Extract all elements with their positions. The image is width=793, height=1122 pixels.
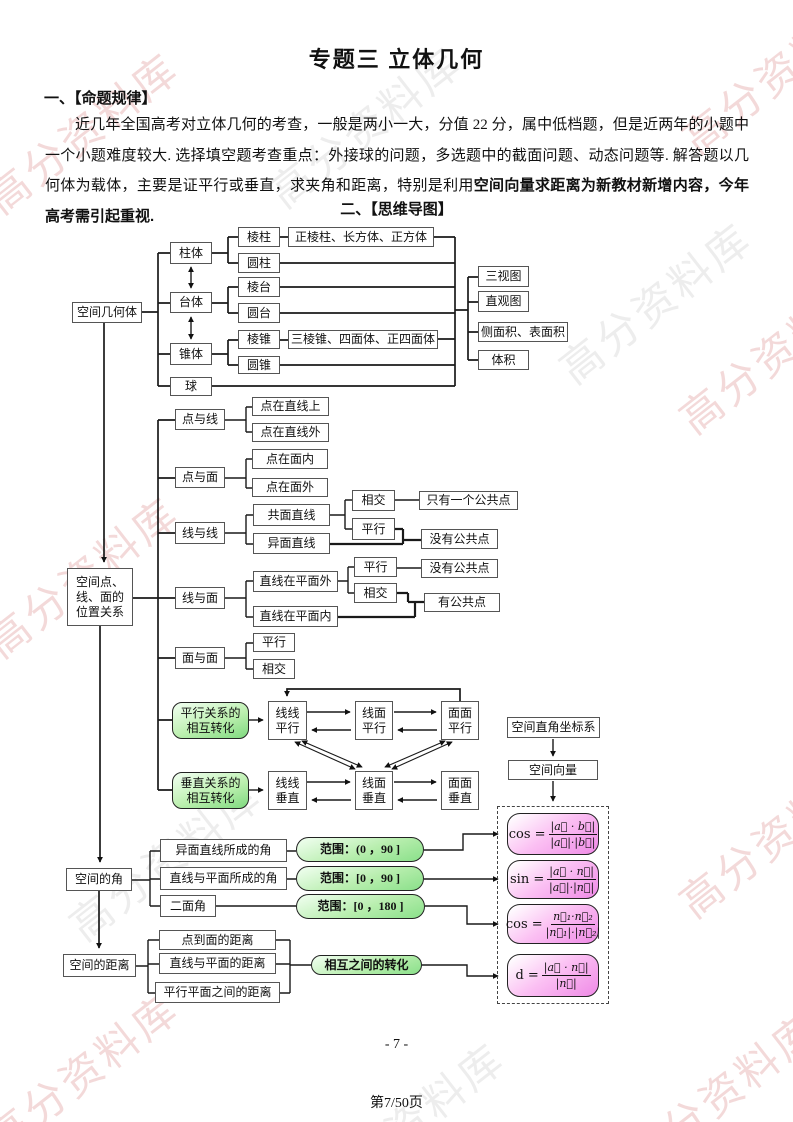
formula-numerator: |a⃗ · n⃗|: [541, 961, 591, 976]
intro-text-bold: 空间向量求距离为新教材新增内容，今年高考需引起重视.: [45, 177, 749, 225]
node-intersect-3: 相交: [253, 659, 295, 679]
section-heading-rules: 一、【命题规律】: [44, 90, 157, 107]
formula-lhs: sin =: [510, 872, 545, 887]
formula-cos-dihedral: cos = n⃗₁·n⃗₂|n⃗₁|·|n⃗₂|: [505, 904, 601, 944]
badge-range-2: 范围：[0 ，90 ]: [296, 866, 424, 891]
page-title: 专题三 立体几何: [308, 47, 485, 72]
node-parallel-2: 平行: [354, 557, 397, 577]
node-space-distances: 空间的距离: [63, 954, 136, 977]
intro-text: 近几年全国高考对立体几何的考查，一般是两小一大，分值 22 分，属中低档题，但是…: [45, 117, 749, 194]
node-coplanar-lines: 共面直线: [253, 504, 330, 526]
node-pyramid-types: 三棱锥、四面体、正四面体: [288, 330, 438, 349]
node-three-views: 三视图: [478, 266, 529, 287]
node-one-common-point: 只有一个公共点: [419, 491, 518, 510]
node-point-on-line: 点在直线上: [252, 397, 329, 416]
node-parallel-transform-hub: 平行关系的 相互转化: [172, 702, 249, 739]
node-space-vector: 空间向量: [508, 760, 598, 780]
node-prism: 棱柱: [238, 227, 280, 247]
node-pillar: 柱体: [170, 242, 212, 264]
node-circular-frustum: 圆台: [238, 303, 280, 323]
node-line-outside-plane: 直线在平面外: [253, 571, 338, 592]
node-line-plane: 线与面: [175, 587, 225, 609]
node-coordinate-system: 空间直角坐标系: [507, 717, 600, 738]
formula-numerator: n⃗₁·n⃗₂: [551, 909, 595, 925]
node-prismatoid: 棱台: [238, 277, 280, 297]
node-line-plane-parallel: 线面 平行: [355, 701, 393, 740]
formula-group-box: [497, 806, 609, 1004]
node-point-plane-distance: 点到面的距离: [159, 930, 276, 950]
badge-range-1: 范围：(0 ，90 ]: [296, 837, 424, 862]
node-parallel-3: 平行: [253, 633, 295, 652]
formula-lhs: cos =: [505, 916, 543, 932]
formula-cos-skew: cos = |a⃗ · b⃗||a⃗|·|b⃗|: [507, 813, 599, 855]
formula-fraction: |a⃗ · n⃗||n⃗|: [541, 961, 591, 990]
node-plane-plane-parallel: 面面 平行: [441, 701, 479, 740]
formula-numerator: |a⃗ · b⃗|: [548, 819, 598, 835]
formula-distance: d = |a⃗ · n⃗||n⃗|: [507, 954, 599, 997]
node-position-relations: 空间点、 线、面的 位置关系: [67, 568, 133, 626]
node-frustum: 台体: [170, 292, 212, 313]
formula-denominator: |a⃗|·|n⃗|: [549, 881, 595, 894]
node-line-line-perpendicular: 线线 垂直: [268, 771, 307, 810]
node-circular-cone: 圆锥: [238, 356, 280, 374]
node-has-common-point: 有公共点: [424, 593, 500, 612]
node-plane-plane: 面与面: [175, 647, 225, 669]
node-plane-plane-distance: 平行平面之间的距离: [155, 982, 280, 1003]
node-point-out-plane: 点在面外: [252, 478, 328, 497]
node-pyramid: 棱锥: [238, 330, 280, 349]
node-no-common-2: 没有公共点: [421, 559, 498, 578]
node-line-line-parallel: 线线 平行: [268, 701, 307, 740]
node-line-plane-distance: 直线与平面的距离: [159, 953, 276, 974]
node-line-plane-perpendicular: 线面 垂直: [355, 771, 393, 810]
formula-denominator: |a⃗|·|b⃗|: [550, 835, 596, 849]
node-volume: 体积: [478, 350, 529, 370]
formula-fraction: |a⃗ · b⃗||a⃗|·|b⃗|: [548, 819, 598, 849]
page-number-dash: - 7 -: [384, 1037, 409, 1052]
node-space-angles: 空间的角: [66, 868, 132, 891]
node-no-common-1: 没有公共点: [421, 529, 498, 549]
section-heading-mindmap: 二、【思维导图】: [340, 201, 453, 218]
node-cylinder: 圆柱: [238, 253, 280, 273]
node-dihedral-angle: 二面角: [160, 895, 216, 917]
node-intersect-1: 相交: [352, 490, 395, 511]
node-prism-types: 正棱柱、长方体、正方体: [288, 227, 434, 247]
formula-denominator: |n⃗|: [555, 977, 577, 990]
node-skew-lines: 异面直线: [253, 533, 330, 554]
formula-fraction: |a⃗ · n⃗||a⃗|·|n⃗|: [547, 865, 596, 894]
node-plane-plane-perpendicular: 面面 垂直: [441, 771, 479, 810]
node-skew-lines-angle: 异面直线所成的角: [160, 839, 287, 862]
node-point-plane: 点与面: [175, 467, 225, 488]
page-number-full: 第7/50页: [370, 1096, 423, 1111]
node-intuitive-view: 直观图: [478, 291, 529, 312]
node-sphere: 球: [170, 377, 212, 396]
formula-lhs: d =: [515, 968, 539, 983]
node-perpendicular-transform-hub: 垂直关系的 相互转化: [172, 772, 249, 809]
badge-mutual-transform: 相互之间的转化: [311, 955, 422, 975]
node-point-off-line: 点在直线外: [252, 423, 329, 442]
node-parallel-1: 平行: [352, 518, 395, 540]
node-line-plane-angle: 直线与平面所成的角: [160, 867, 287, 890]
node-space-solids: 空间几何体: [72, 302, 142, 323]
node-line-inside-plane: 直线在平面内: [253, 606, 338, 627]
node-point-in-plane: 点在面内: [252, 449, 328, 469]
node-intersect-2: 相交: [354, 583, 397, 603]
node-surface-area: 侧面积、表面积: [478, 322, 568, 342]
formula-denominator: |n⃗₁|·|n⃗₂|: [545, 925, 601, 939]
node-point-line: 点与线: [175, 409, 225, 430]
formula-sin-line-plane: sin = |a⃗ · n⃗||a⃗|·|n⃗|: [507, 860, 599, 899]
formula-numerator: |a⃗ · n⃗|: [547, 865, 596, 880]
formula-fraction: n⃗₁·n⃗₂|n⃗₁|·|n⃗₂|: [546, 910, 601, 939]
intro-paragraph: 近几年全国高考对立体几何的考查，一般是两小一大，分值 22 分，属中低档题，但是…: [45, 110, 749, 232]
formula-lhs: cos =: [508, 826, 546, 842]
badge-range-3: 范围：[0 ，180 ]: [296, 894, 425, 919]
node-cone: 锥体: [170, 343, 212, 365]
node-line-line: 线与线: [175, 522, 225, 544]
